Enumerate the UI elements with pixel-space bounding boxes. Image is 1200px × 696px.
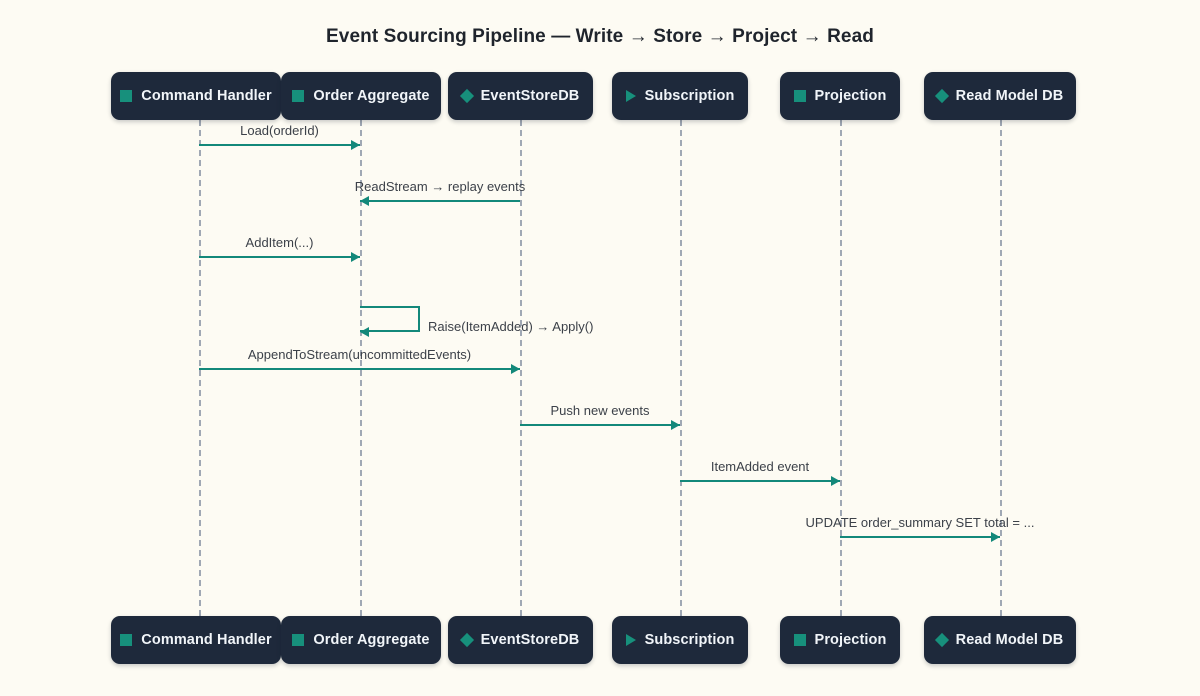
square-icon (793, 90, 806, 102)
msg-load-orderid-line (199, 144, 360, 146)
msg-itemadded-event-label: ItemAdded event (710, 459, 810, 474)
participant-read-model-db-bottom[interactable]: Read Model DB (924, 616, 1076, 664)
play-triangle-icon (625, 90, 636, 102)
msg-update-order-summary-line (840, 536, 1000, 538)
participant-read-model-db-top[interactable]: Read Model DB (924, 72, 1076, 120)
msg-readstream-label: ReadStream → replay events (354, 179, 526, 194)
msg-appendtostream-line (199, 368, 520, 370)
msg-appendtostream-arrowhead (511, 364, 520, 374)
msg-load-orderid-label: Load(orderId) (240, 123, 319, 138)
msg-itemadded-event-line (680, 480, 840, 482)
participant-label: Order Aggregate (313, 88, 430, 104)
diamond-icon (934, 88, 949, 104)
participant-projection-top[interactable]: Projection (780, 72, 900, 120)
participant-command-handler-top[interactable]: Command Handler (111, 72, 281, 120)
msg-additem-label: AddItem(...) (245, 235, 314, 250)
square-icon (793, 634, 806, 646)
participant-projection-bottom[interactable]: Projection (780, 616, 900, 664)
lifeline-read-model-db (1000, 120, 1002, 616)
lifeline-projection (840, 120, 842, 616)
diamond-icon (459, 632, 474, 648)
participant-subscription-bottom[interactable]: Subscription (612, 616, 748, 664)
msg-additem-arrowhead (351, 252, 360, 262)
msg-additem-line (199, 256, 360, 258)
participant-order-aggregate-top[interactable]: Order Aggregate (281, 72, 441, 120)
msg-load-orderid-arrowhead (351, 140, 360, 150)
square-icon (292, 634, 305, 646)
msg-update-order-summary-label: UPDATE order_summary SET total = ... (805, 515, 1035, 530)
msg-itemadded-event-arrowhead (831, 476, 840, 486)
participant-label: Order Aggregate (313, 632, 430, 648)
msg-raise-itemadded-label: Raise(ItemAdded) → Apply() (428, 319, 594, 334)
msg-raise-itemadded-loop (360, 306, 420, 332)
participant-eventstoredb-top[interactable]: EventStoreDB (448, 72, 593, 120)
participant-label: Read Model DB (955, 88, 1064, 104)
msg-push-new-events-line (520, 424, 680, 426)
participant-label: Subscription (644, 88, 735, 104)
lifeline-subscription (680, 120, 682, 616)
page-title: Event Sourcing Pipeline — Write → Store … (326, 26, 874, 47)
participant-subscription-top[interactable]: Subscription (612, 72, 748, 120)
square-icon (120, 634, 133, 646)
participant-label: EventStoreDB (480, 88, 580, 104)
lifeline-eventstoredb (520, 120, 522, 616)
participant-label: Projection (814, 632, 887, 648)
square-icon (120, 90, 133, 102)
msg-push-new-events-label: Push new events (550, 403, 650, 418)
msg-appendtostream-label: AppendToStream(uncommittedEvents) (247, 347, 472, 362)
participant-label: Command Handler (141, 632, 272, 648)
msg-readstream-arrowhead (360, 196, 369, 206)
diamond-icon (934, 632, 949, 648)
msg-push-new-events-arrowhead (671, 420, 680, 430)
participant-label: Projection (814, 88, 887, 104)
msg-raise-itemadded-arrowhead (360, 327, 369, 337)
participant-label: Subscription (644, 632, 735, 648)
participant-label: Read Model DB (955, 632, 1064, 648)
msg-update-order-summary-arrowhead (991, 532, 1000, 542)
participant-eventstoredb-bottom[interactable]: EventStoreDB (448, 616, 593, 664)
participant-order-aggregate-bottom[interactable]: Order Aggregate (281, 616, 441, 664)
msg-readstream-line (360, 200, 520, 202)
diamond-icon (459, 88, 474, 104)
square-icon (292, 90, 305, 102)
participant-label: EventStoreDB (480, 632, 580, 648)
play-triangle-icon (625, 634, 636, 646)
participant-command-handler-bottom[interactable]: Command Handler (111, 616, 281, 664)
participant-label: Command Handler (141, 88, 272, 104)
